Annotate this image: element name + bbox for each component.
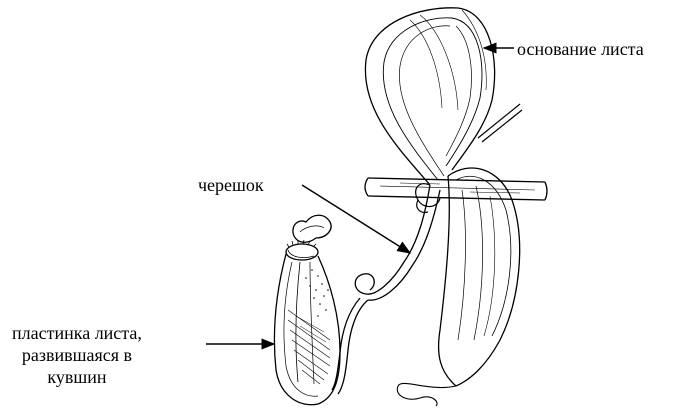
label-petiole: черешок: [198, 175, 264, 195]
tendril-loop: [415, 183, 441, 213]
pointer-arrows: [206, 42, 514, 350]
pitcher: [273, 214, 341, 406]
petiole: [331, 184, 441, 395]
label-leaf-blade-line2: развившаяся в: [21, 345, 132, 365]
label-leaf-blade-line3: кувшин: [47, 367, 107, 387]
lower-leaf-part: [396, 167, 521, 407]
leaf-base-wing: [364, 7, 496, 186]
arrow-petiole: [301, 184, 412, 254]
twig: [477, 103, 523, 143]
label-leaf-blade-line1: пластинка листа,: [12, 323, 142, 343]
label-leaf-blade: пластинка листа, развившаяся в кувшин: [12, 322, 142, 388]
stem: [364, 177, 548, 201]
label-leaf-base: основание листа: [517, 39, 644, 59]
